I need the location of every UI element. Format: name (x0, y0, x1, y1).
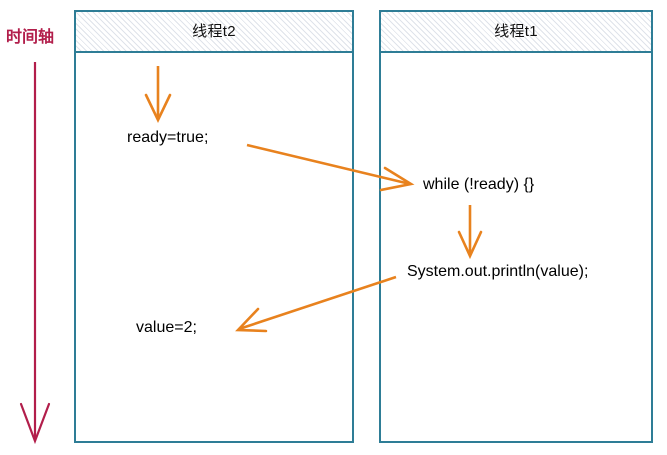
statement-print-value: System.out.println(value); (407, 263, 589, 280)
lane-thread-t1-title: 线程t1 (494, 23, 538, 40)
timeline-label: 时间轴 (6, 29, 55, 46)
arrow-ready-to-while-line (246, 143, 411, 186)
arrow-println-to-value (235, 275, 397, 333)
arrow-while-to-println-head-icon (457, 230, 483, 260)
lane-thread-t1-header: 线程t1 (379, 10, 653, 53)
timeline-arrowhead-icon (19, 402, 51, 445)
lane-thread-t2-body (74, 20, 354, 443)
arrow-println-to-value-head-icon (235, 307, 268, 333)
statement-spin-wait: while (!ready) {} (423, 176, 535, 193)
arrow-ready-to-while-head-icon (379, 166, 415, 192)
timeline-axis (19, 62, 51, 445)
arrow-ready-to-while (246, 143, 415, 192)
statement-ready-assign: ready=true; (127, 129, 209, 146)
arrow-while-to-println (457, 205, 483, 260)
lane-thread-t1-body (379, 20, 653, 443)
lane-thread-t2-header: 线程t2 (74, 10, 354, 53)
lane-thread-t2-title: 线程t2 (192, 23, 236, 40)
statement-value-assign: value=2; (136, 319, 197, 336)
arrow-println-to-value-line (238, 275, 397, 331)
arrow-into-ready (144, 66, 172, 124)
arrow-into-ready-head-icon (144, 93, 172, 124)
